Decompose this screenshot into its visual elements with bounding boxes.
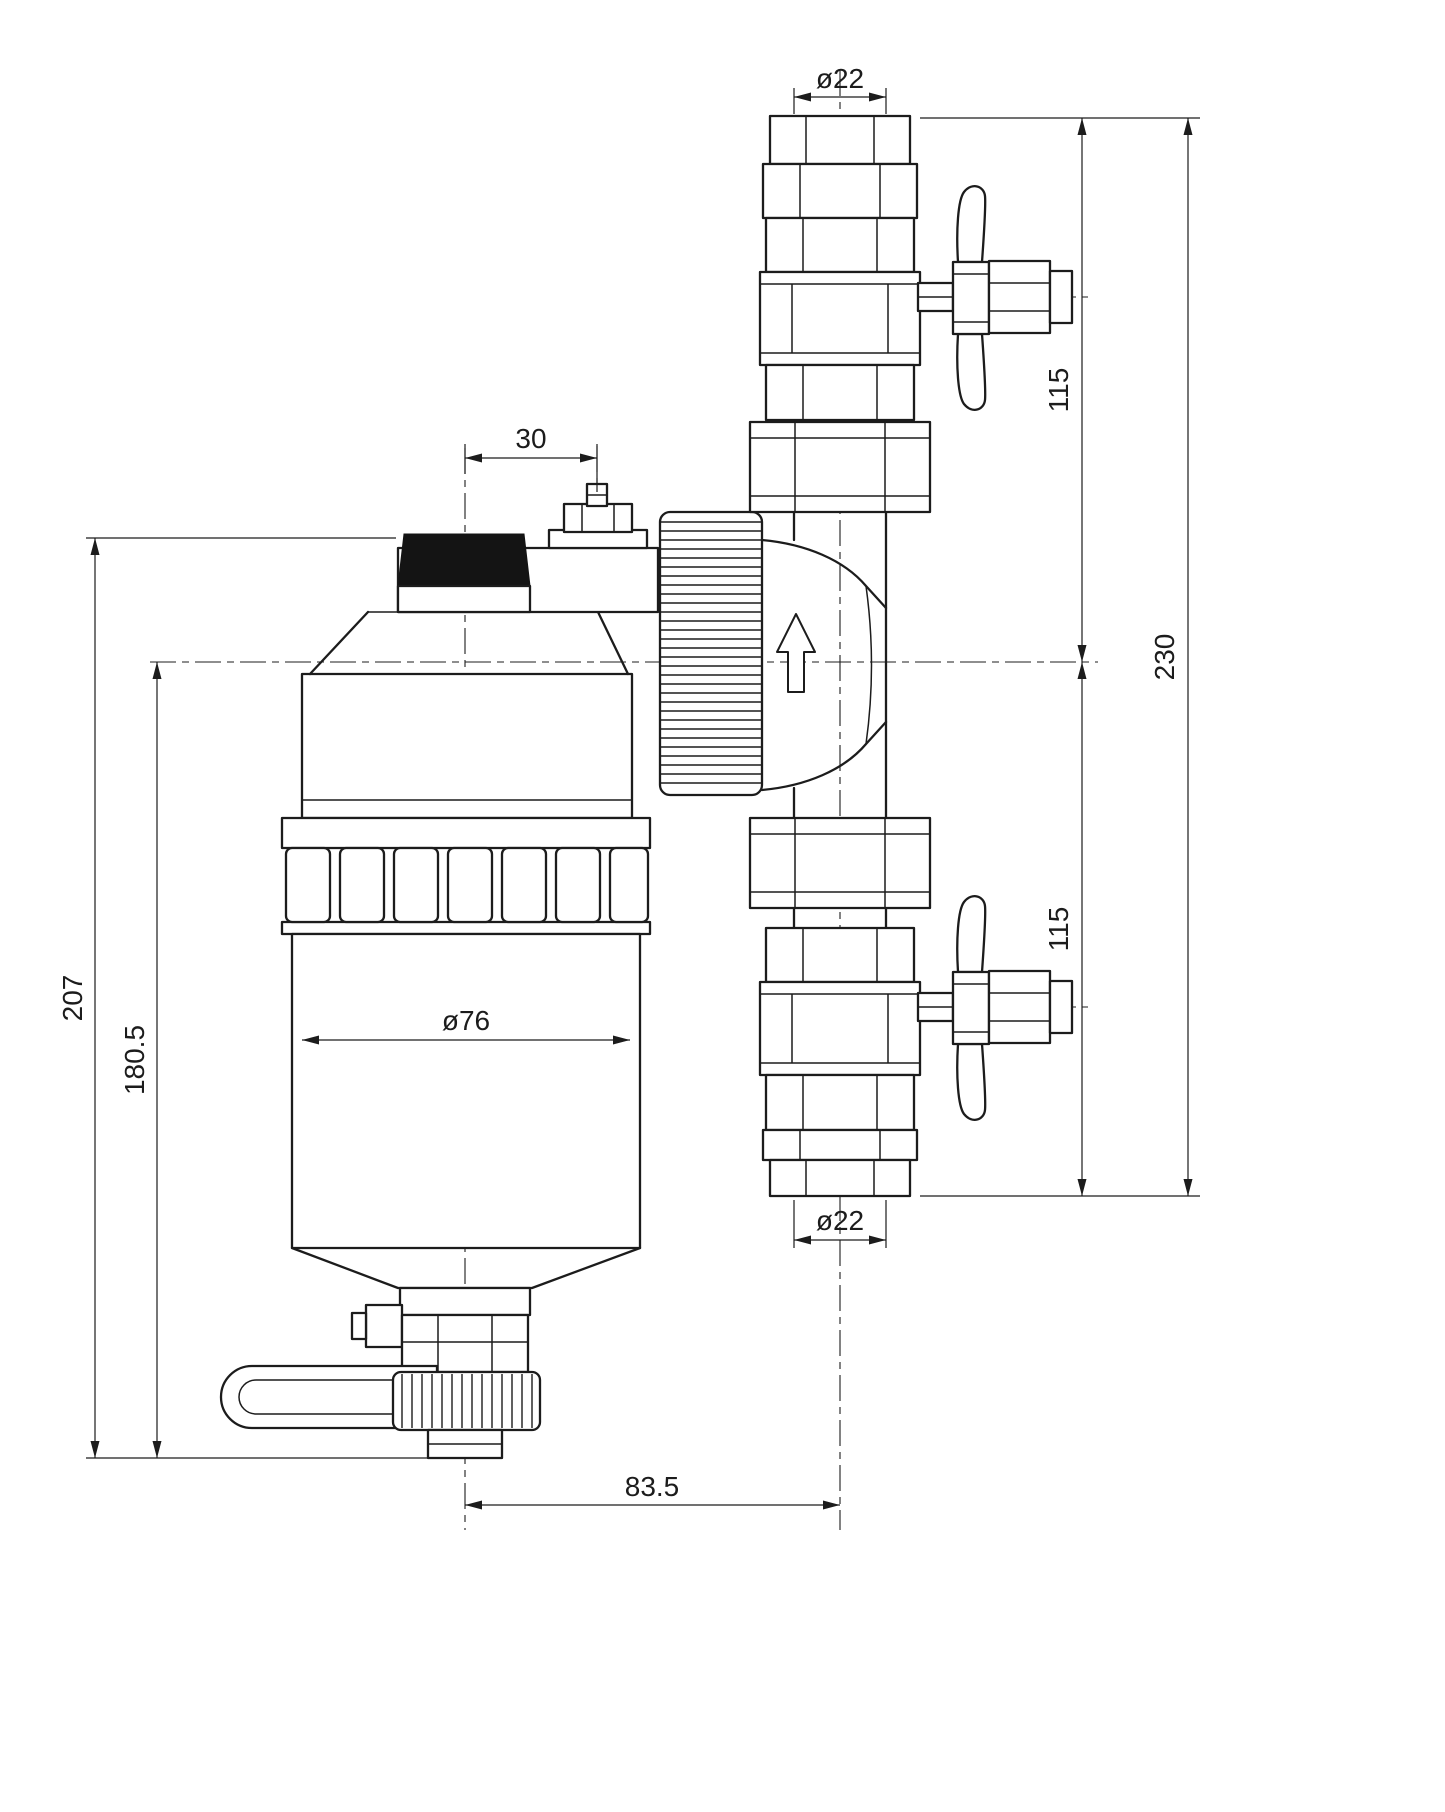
air-vent-cap [397, 533, 531, 587]
dimension-pipe-dia-bottom: ø22 [793, 1200, 887, 1248]
dim-label-vessel-dia: ø76 [442, 1005, 490, 1036]
drain-outlet-cap [426, 1428, 504, 1460]
drain-lever-handle [219, 1364, 439, 1430]
dim-label-filter-overall-height: 207 [57, 975, 88, 1022]
dim-label-pipe-dia-top: ø22 [816, 63, 864, 94]
dimension-vessel-dia: ø76 [302, 1005, 630, 1045]
dimension-filter-overall-height: 207 [57, 537, 432, 1459]
vessel-cone [290, 1246, 642, 1290]
pipe-assembly [658, 114, 1074, 1198]
filter-assembly [219, 482, 660, 1460]
dim-label-lower-valve-length: 115 [1043, 907, 1074, 952]
drain-body [400, 1313, 530, 1374]
drain-side-port [350, 1303, 404, 1349]
lower-union-nut [748, 816, 932, 910]
filter-vessel [290, 932, 642, 1250]
dimension-pipe-dia-top: ø22 [793, 63, 887, 114]
upper-ball-valve [758, 185, 1074, 422]
upper-valve-wing-handle [916, 185, 1074, 411]
ring-nut [280, 816, 652, 936]
dim-label-vent-offset: 30 [515, 423, 546, 454]
upper-union-nut [748, 420, 932, 514]
dimension-lower-valve-length: 115 [1043, 662, 1087, 1196]
lower-valve-wing-handle [916, 895, 1074, 1121]
dimension-centerline-to-drain: 180.5 [119, 662, 162, 1458]
dim-label-overall-right-height: 230 [1149, 634, 1180, 681]
drain-knurled-nut [391, 1370, 542, 1432]
dimensions: ø22 115 230 115 ø22 [57, 63, 1200, 1510]
dim-label-filter-to-pipe-offset: 83.5 [625, 1471, 680, 1502]
pipe-body [792, 510, 888, 930]
lower-ball-valve [758, 895, 1074, 1132]
tee-body [760, 538, 888, 792]
dim-label-centerline-to-drain: 180.5 [119, 1025, 150, 1095]
dim-label-upper-valve-length: 115 [1043, 368, 1074, 413]
dimension-filter-to-pipe-offset: 83.5 [465, 1471, 840, 1510]
dimension-vent-offset: 30 [464, 423, 598, 492]
bottom-compression-fitting [761, 1128, 919, 1198]
tee-knurled-nut [658, 510, 764, 797]
vent-cap-collar [396, 584, 532, 614]
dimension-upper-valve-length: 115 [920, 117, 1200, 662]
top-compression-fitting [761, 114, 919, 220]
vent-screw [547, 482, 649, 550]
drain-neck [398, 1286, 532, 1317]
dim-label-pipe-dia-bottom: ø22 [816, 1205, 864, 1236]
dimension-overall-right-height: 230 [920, 118, 1200, 1197]
filter-upper-body [300, 672, 634, 820]
filter-shoulder [308, 610, 630, 676]
flow-direction-arrow [776, 613, 816, 693]
